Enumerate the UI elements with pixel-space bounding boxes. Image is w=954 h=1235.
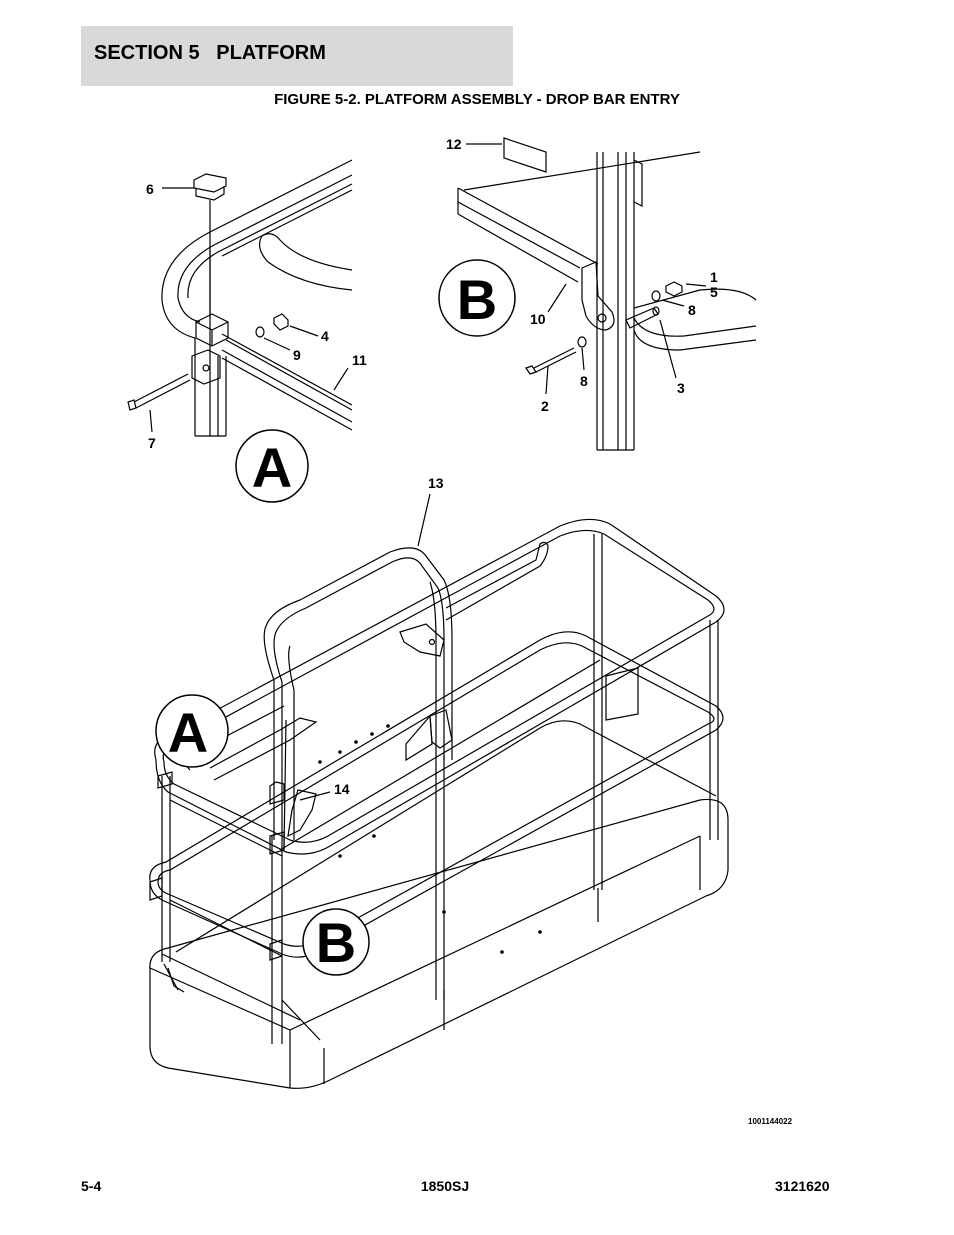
callout-7: 7 bbox=[148, 435, 156, 451]
footer-doc-number: 3121620 bbox=[775, 1178, 830, 1194]
detail-a-circle bbox=[235, 429, 309, 503]
footer-model: 1850SJ bbox=[420, 1178, 470, 1194]
detail-b-view bbox=[457, 137, 757, 451]
footer-page-number: 5-4 bbox=[81, 1178, 102, 1194]
callout-12: 12 bbox=[446, 136, 462, 152]
main-detail-a-label: A bbox=[168, 701, 208, 764]
callout-13: 13 bbox=[428, 475, 444, 491]
callout-4: 4 bbox=[321, 328, 329, 344]
callout-8-right: 8 bbox=[688, 302, 696, 318]
drawing-number: 1001144022 bbox=[748, 1117, 793, 1126]
callout-5: 5 bbox=[710, 284, 718, 300]
platform-main-view bbox=[149, 493, 729, 1089]
callout-3: 3 bbox=[677, 380, 685, 396]
figure-title: FIGURE 5-2. PLATFORM ASSEMBLY - DROP BAR… bbox=[274, 91, 680, 108]
callout-2: 2 bbox=[541, 398, 549, 414]
callout-10: 10 bbox=[530, 311, 546, 327]
section-title: SECTION 5 PLATFORM bbox=[94, 42, 326, 64]
section-header-bar: SECTION 5 PLATFORM bbox=[81, 26, 513, 86]
detail-a-view bbox=[127, 159, 353, 437]
callout-1: 1 bbox=[710, 269, 718, 285]
callout-8-left: 8 bbox=[580, 373, 588, 389]
main-detail-b-label: B bbox=[316, 911, 356, 974]
detail-b-label: B bbox=[457, 268, 497, 331]
main-detail-a-circle bbox=[155, 694, 229, 768]
callout-9: 9 bbox=[293, 347, 301, 363]
detail-a-label: A bbox=[252, 436, 292, 499]
main-detail-b-circle bbox=[302, 908, 370, 976]
detail-b-circle bbox=[438, 259, 516, 337]
callout-14: 14 bbox=[334, 781, 350, 797]
callout-6: 6 bbox=[146, 181, 154, 197]
callout-11: 11 bbox=[352, 352, 367, 368]
